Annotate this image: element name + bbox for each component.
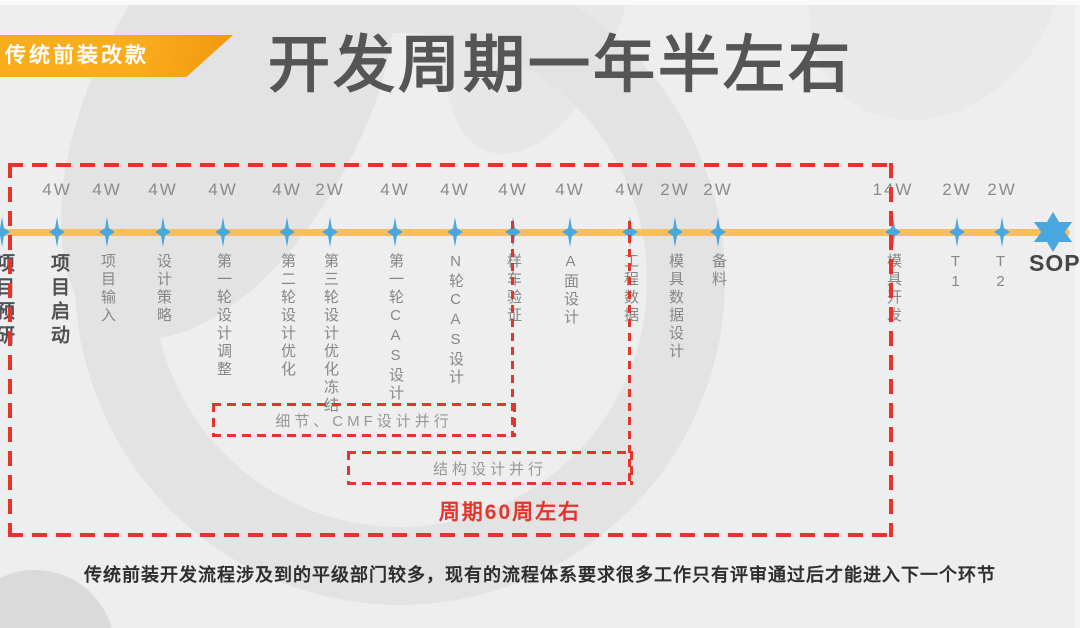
right-edge-strip (1075, 0, 1080, 628)
week-duration-label: 2W (987, 180, 1017, 199)
parallel-box-cmf-design: 细节、CMF设计并行 (212, 403, 516, 437)
milestone-label: A面设计 (562, 253, 579, 327)
milestone-label: T2 (992, 253, 1009, 293)
milestone-diamond-icon (0, 217, 10, 247)
cycle-duration-note: 周期60周左右 (438, 501, 582, 524)
milestone-label: SOP (1029, 250, 1080, 276)
milestone-label: 模具数据设计 (667, 253, 684, 361)
milestone-label: 设计策略 (155, 253, 172, 325)
milestone-label: 项目输入 (99, 253, 116, 325)
badge-label: 传统前装改款 (5, 44, 149, 67)
connector-line-engineering-data (628, 221, 631, 483)
milestone-label: 第二轮设计优化 (279, 253, 296, 379)
parallel-box-structure-design: 结构设计并行 (347, 451, 633, 485)
milestone-label: 第一轮CAS设计 (387, 253, 404, 403)
milestone-diamond-icon (994, 217, 1010, 247)
milestone-label: 项目启动 (48, 253, 69, 349)
page-title: 开发周期一年半左右 (268, 31, 854, 100)
week-duration-label: 4W (208, 180, 238, 199)
week-duration-label: 4W (498, 180, 528, 199)
milestone-label: T1 (947, 253, 964, 293)
parallel-box-label: 细节、CMF设计并行 (275, 412, 453, 430)
milestone-label: 模具开发 (885, 253, 902, 325)
milestone-label: 第三轮设计优化冻结 (322, 253, 339, 415)
milestone-label: N轮CAS设计 (447, 253, 464, 387)
week-duration-label: 4W (555, 180, 585, 199)
milestone-diamond-icon (949, 217, 965, 247)
footer-note: 传统前装开发流程涉及到的平级部门较多，现有的流程体系要求很多工作只有评审通过后才… (84, 565, 996, 585)
parallel-box-label: 结构设计并行 (432, 460, 547, 478)
milestone-label: 备料 (710, 253, 727, 289)
week-duration-label: 4W (148, 180, 178, 199)
week-duration-label: 14W (872, 180, 914, 199)
week-duration-label: 4W (440, 180, 470, 199)
milestone-diamond-icon (885, 217, 901, 247)
milestone-label: 项目预研 (0, 253, 14, 349)
week-duration-label: 2W (315, 180, 345, 199)
week-duration-label: 4W (92, 180, 122, 199)
milestone-label: 第一轮设计调整 (215, 253, 232, 379)
top-edge-strip (0, 0, 1080, 5)
week-duration-label: 4W (380, 180, 410, 199)
week-duration-label: 2W (942, 180, 972, 199)
week-duration-label: 2W (703, 180, 733, 199)
